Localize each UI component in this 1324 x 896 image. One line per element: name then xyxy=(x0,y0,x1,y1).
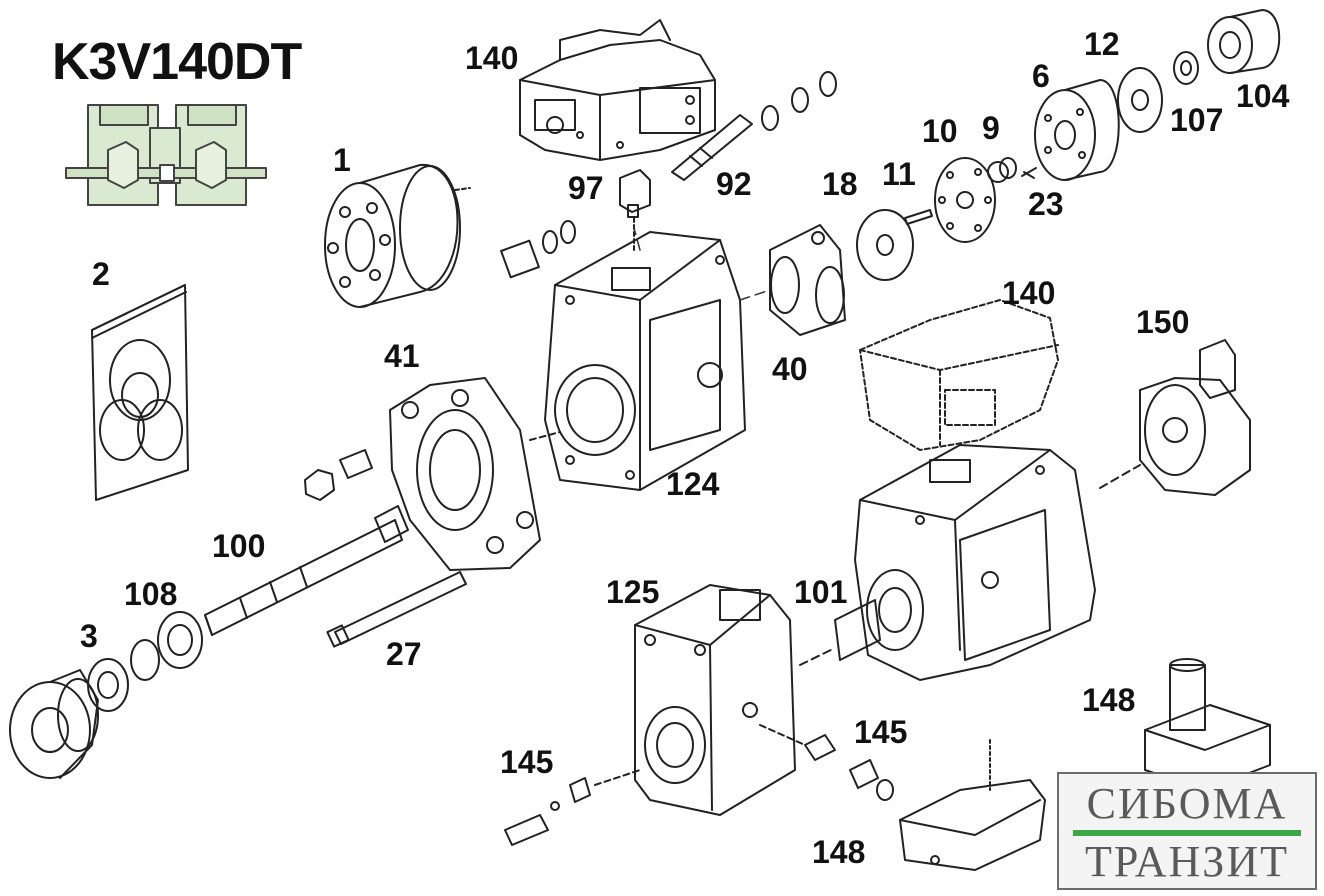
sensor-97 xyxy=(619,169,651,251)
callout-6: 6 xyxy=(1032,58,1050,94)
check-valve-145-left xyxy=(504,769,641,846)
pump-assembly-101 xyxy=(799,444,1096,681)
regulator-140-top xyxy=(519,19,716,161)
pump-housing-124 xyxy=(529,231,746,491)
check-valve-145-right xyxy=(759,724,894,801)
callout-150: 150 xyxy=(1136,304,1190,340)
callout-40: 40 xyxy=(772,351,808,387)
plate-18 xyxy=(856,209,914,281)
callout-108: 108 xyxy=(124,576,178,612)
callout-27: 27 xyxy=(386,636,422,672)
callout-145-right: 145 xyxy=(854,714,908,750)
seal-cover-3 xyxy=(9,658,129,779)
swash-plate-40 xyxy=(769,224,846,336)
company-logo-watermark: СИБОМА ТРАНЗИТ xyxy=(1057,772,1317,890)
callout-12: 12 xyxy=(1084,26,1120,62)
callout-10: 10 xyxy=(922,113,958,149)
callout-140-top: 140 xyxy=(465,40,519,76)
seal-kit-bag-2 xyxy=(91,284,189,501)
gear-pump-150 xyxy=(1099,339,1251,496)
spring-23 xyxy=(1021,167,1037,179)
callout-18: 18 xyxy=(822,166,858,202)
logo-line-2: ТРАНЗИТ xyxy=(1085,837,1289,886)
solenoid-148-top xyxy=(1144,658,1271,791)
pin-92 xyxy=(671,71,837,181)
regulator-140-dashed xyxy=(859,299,1059,451)
cylinder-block-1 xyxy=(324,163,471,308)
nut-and-stud xyxy=(304,449,373,501)
bushing-9 xyxy=(987,157,1017,183)
plug-and-orings xyxy=(500,220,576,279)
plate-10 xyxy=(934,157,996,243)
callout-1: 1 xyxy=(333,142,351,178)
callout-2: 2 xyxy=(92,256,110,292)
bolt-11 xyxy=(904,209,933,225)
logo-line-1: СИБОМА xyxy=(1086,779,1288,828)
model-title: K3V140DT xyxy=(52,33,302,91)
coupling-104 xyxy=(1207,9,1281,74)
callout-124: 124 xyxy=(666,466,720,502)
callout-101: 101 xyxy=(794,574,848,610)
bearing-108 xyxy=(130,611,203,681)
callout-11: 11 xyxy=(882,156,916,192)
bearing-107 xyxy=(1173,51,1199,85)
callout-92: 92 xyxy=(716,166,752,202)
callout-41: 41 xyxy=(384,338,420,374)
callout-140-right: 140 xyxy=(1002,275,1056,311)
axis-centerlines xyxy=(633,227,771,301)
pump-schematic-icon xyxy=(65,104,267,206)
callout-107: 107 xyxy=(1170,102,1224,138)
logo-accent-bar xyxy=(1073,830,1301,836)
callout-9: 9 xyxy=(982,110,1000,146)
callout-97: 97 xyxy=(568,170,604,206)
callout-148-bottom: 148 xyxy=(812,834,866,870)
callout-104: 104 xyxy=(1236,78,1290,114)
solenoid-148-bottom xyxy=(899,739,1046,871)
cover-plate-41 xyxy=(389,377,541,571)
callout-100: 100 xyxy=(212,528,266,564)
cylinder-6 xyxy=(1034,79,1120,181)
long-bolt-27 xyxy=(326,571,467,648)
drive-shaft-100 xyxy=(204,505,409,636)
callout-148-top: 148 xyxy=(1082,682,1136,718)
callout-23: 23 xyxy=(1028,186,1064,222)
callout-125: 125 xyxy=(606,574,660,610)
valve-plate-12 xyxy=(1117,67,1163,133)
callout-3: 3 xyxy=(80,618,98,654)
valve-cover-125 xyxy=(634,584,796,816)
callout-145-left: 145 xyxy=(500,744,554,780)
